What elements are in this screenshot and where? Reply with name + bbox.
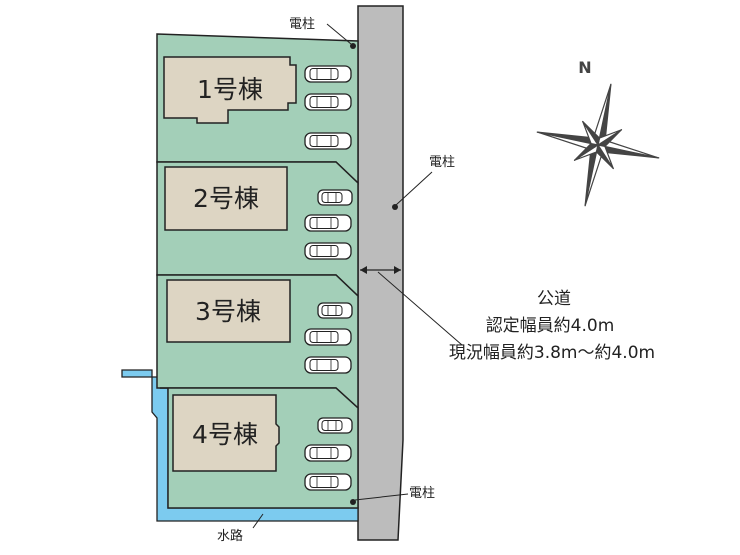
compass-north-label: N [578,58,591,77]
building-1 [163,56,297,124]
pole-label: 電柱 [409,486,435,501]
parking-car [304,214,352,232]
building-4-label: 4号棟 [192,420,258,449]
parking-car [317,302,353,319]
parking-car [304,328,352,346]
parking-car [304,356,352,374]
building-2 [164,166,288,231]
water-channel-label: 水路 [217,528,243,544]
utility-pole [350,43,356,49]
parking-car [304,93,352,111]
parking-car [304,132,352,150]
road-certified-width: 認定幅員約4.0m [486,316,615,336]
pole-label: 電柱 [289,17,315,32]
parking-car [304,473,352,491]
parking-car [317,189,353,206]
building-4 [172,394,280,472]
building-2-label: 2号棟 [193,184,259,213]
parking-car [304,444,352,462]
compass-rose [536,83,660,207]
parking-car [317,417,353,434]
building-3 [166,279,291,343]
public-road [357,5,404,541]
parking-car [304,65,352,83]
road-title: 公道 [537,289,571,309]
utility-pole [392,204,398,210]
building-1-label: 1号棟 [197,75,263,104]
building-3-label: 3号棟 [195,297,261,326]
parking-car [304,242,352,260]
road-actual-width: 現況幅員約3.8m～約4.0m [449,343,655,363]
utility-pole [350,499,356,505]
pole-label: 電柱 [429,155,455,170]
